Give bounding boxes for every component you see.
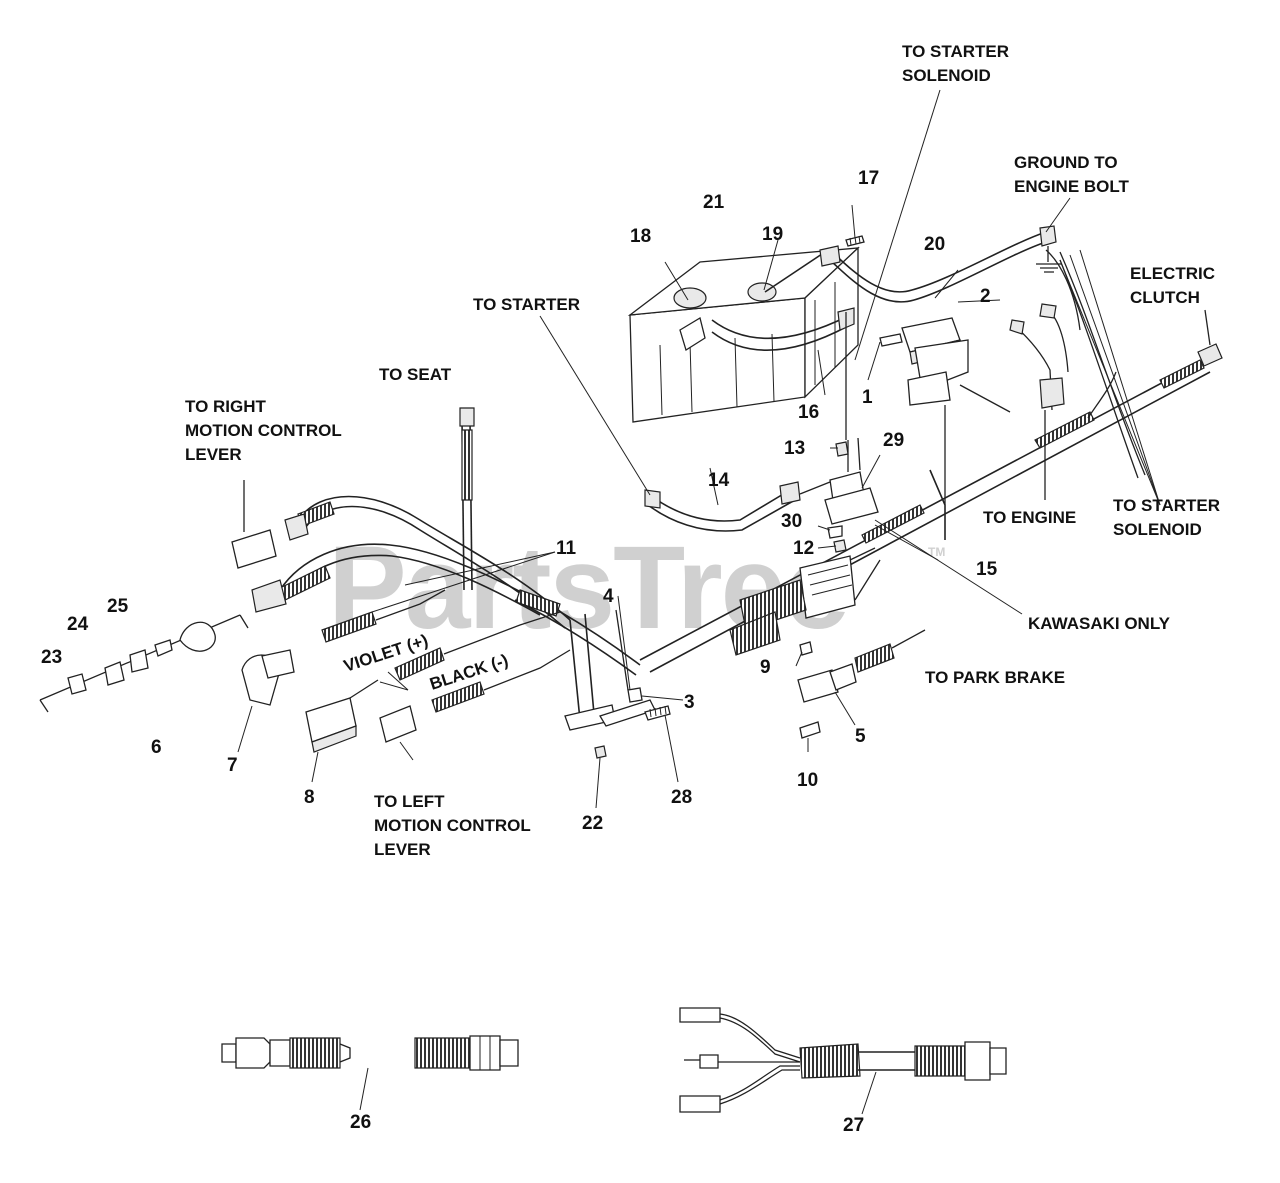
connector-8 [305, 679, 379, 753]
callout-6: 6 [151, 737, 162, 758]
bracket-assembly [564, 609, 671, 759]
label-to-left-motion-control-lever-3: LEVER [374, 840, 431, 859]
extension-harness-26 [221, 1035, 519, 1111]
callout-19: 19 [762, 224, 783, 245]
callout-7: 7 [227, 755, 238, 776]
label-electric-clutch-2: CLUTCH [1130, 288, 1200, 307]
part-callouts: 1 2 3 4 5 6 7 8 9 10 11 12 13 14 15 16 1… [41, 168, 998, 1136]
callout-28: 28 [671, 787, 692, 808]
callout-9: 9 [760, 657, 771, 678]
label-to-seat: TO SEAT [379, 365, 452, 384]
callout-30: 30 [781, 511, 802, 532]
callout-1: 1 [862, 387, 873, 408]
left-motion-control-connector [379, 705, 417, 743]
label-to-starter-solenoid-top-1: TO STARTER [902, 42, 1009, 61]
callout-25: 25 [107, 596, 129, 617]
callout-14: 14 [708, 470, 730, 491]
label-to-starter-solenoid-top-2: SOLENOID [902, 66, 991, 85]
leader-lines [237, 89, 1161, 809]
callout-10: 10 [797, 770, 818, 791]
relay-29 [824, 312, 879, 553]
starter-solenoid [879, 317, 1011, 505]
callout-8: 8 [304, 787, 315, 808]
callout-22: 22 [582, 813, 603, 834]
label-kawasaki-only: KAWASAKI ONLY [1028, 614, 1171, 633]
callout-17: 17 [858, 168, 879, 189]
callout-2: 2 [980, 286, 991, 307]
label-ground-to-engine-bolt-1: GROUND TO [1014, 153, 1118, 172]
callout-16: 16 [798, 402, 819, 423]
callout-11: 11 [556, 538, 577, 559]
callout-24: 24 [67, 614, 89, 635]
switch-assembly-6 [39, 614, 249, 713]
engine-harness-27 [679, 1007, 1007, 1115]
callout-20: 20 [924, 234, 945, 255]
callout-26: 26 [350, 1112, 371, 1133]
right-motion-control-connector [231, 480, 277, 569]
location-labels: TO STARTER SOLENOID GROUND TO ENGINE BOL… [185, 42, 1220, 859]
label-to-left-motion-control-lever-1: TO LEFT [374, 792, 445, 811]
callout-23: 23 [41, 647, 62, 668]
callout-4: 4 [603, 586, 614, 607]
main-harness [639, 309, 1223, 673]
ground-cable-20 [764, 225, 1062, 303]
label-to-starter-solenoid-right-2: SOLENOID [1113, 520, 1202, 539]
park-brake-connectors [797, 629, 926, 739]
label-electric-clutch-1: ELECTRIC [1130, 264, 1215, 283]
label-to-right-motion-control-lever-2: MOTION CONTROL [185, 421, 342, 440]
callout-18: 18 [630, 226, 651, 247]
callout-27: 27 [843, 1115, 864, 1136]
label-ground-to-engine-bolt-2: ENGINE BOLT [1014, 177, 1130, 196]
callout-3: 3 [684, 692, 695, 713]
callout-21: 21 [703, 192, 725, 213]
callout-29: 29 [883, 430, 904, 451]
label-to-right-motion-control-lever-1: TO RIGHT [185, 397, 267, 416]
engine-wires [1009, 249, 1146, 500]
callout-15: 15 [976, 559, 998, 580]
starter-cable-14 [644, 479, 836, 532]
callout-13: 13 [784, 438, 805, 459]
watermark-trademark: TM [928, 545, 945, 559]
label-to-left-motion-control-lever-2: MOTION CONTROL [374, 816, 531, 835]
label-to-park-brake: TO PARK BRAKE [925, 668, 1065, 687]
left-harness [251, 407, 641, 713]
callout-12: 12 [793, 538, 814, 559]
label-to-engine: TO ENGINE [983, 508, 1076, 527]
label-to-right-motion-control-lever-3: LEVER [185, 445, 242, 464]
label-to-starter-solenoid-right-1: TO STARTER [1113, 496, 1220, 515]
battery [627, 246, 860, 423]
main-connector-block [729, 547, 881, 656]
battery-cable-16 [711, 315, 849, 340]
callout-5: 5 [855, 726, 866, 747]
label-to-starter: TO STARTER [473, 295, 580, 314]
